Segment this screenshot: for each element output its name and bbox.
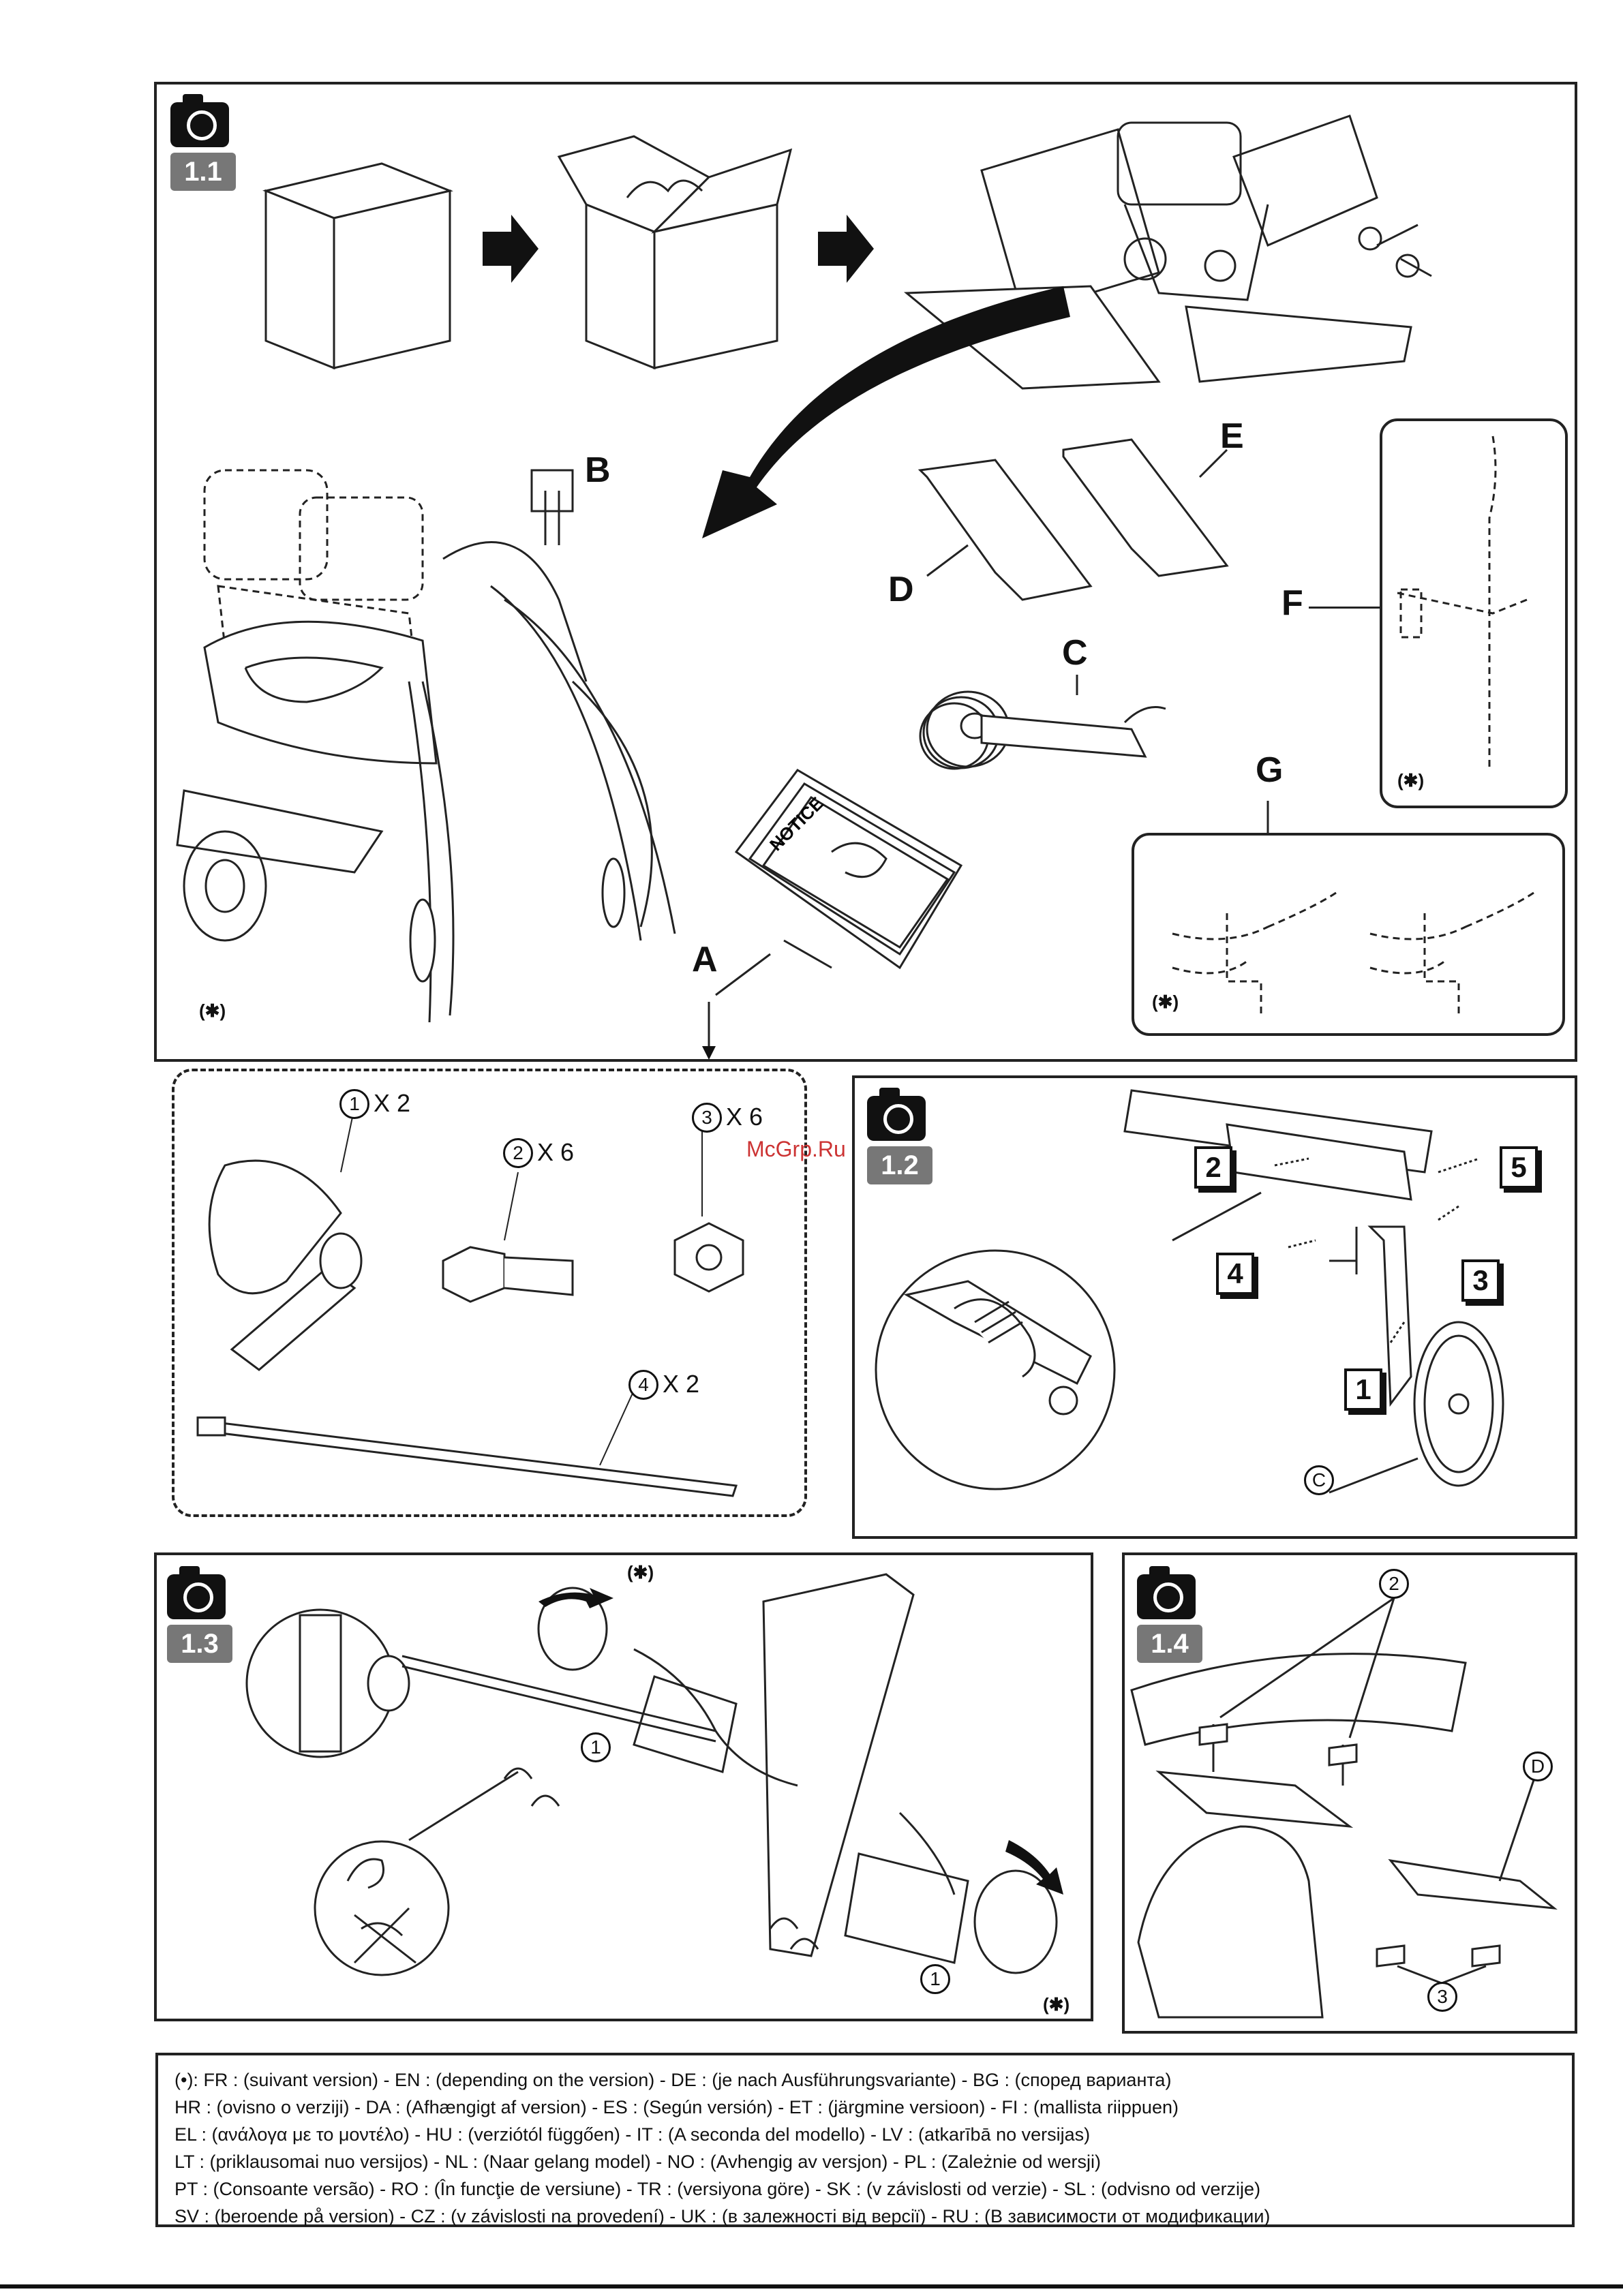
part-g-box: [1132, 833, 1565, 1036]
qty-2: X 6: [537, 1138, 575, 1166]
step-2: 2: [1194, 1146, 1232, 1189]
legend-line: PT : (Consoante versão) - RO : (În funcţ…: [175, 2179, 1261, 2199]
label-b: B: [585, 450, 611, 490]
callout-3: 3: [1427, 1982, 1457, 2012]
legend-line: LT : (priklausomai nuo versijos) - NL : …: [175, 2152, 1102, 2172]
curved-arrow-icon: [702, 286, 1070, 538]
label-f: F: [1281, 583, 1303, 623]
arrow-right-icon: [483, 215, 539, 283]
asterisk-note: (✱): [199, 1000, 226, 1021]
callout-1: 1: [581, 1732, 611, 1762]
f-leader-line: [1309, 607, 1380, 609]
badge-number: 1.2: [867, 1146, 932, 1184]
step-5: 5: [1500, 1146, 1538, 1189]
callout-2: 2: [503, 1138, 533, 1168]
callout-3: 3: [692, 1103, 722, 1133]
callout-2: 2: [1379, 1569, 1409, 1599]
camera-icon: [167, 1566, 226, 1619]
asterisk-note: (✱): [627, 1562, 654, 1582]
callout-c: C: [1304, 1465, 1334, 1495]
legend-line: (•): FR : (suivant version) - EN : (depe…: [175, 2070, 1172, 2090]
legend-line: SV : (beroende på version) - CZ : (v záv…: [175, 2206, 1271, 2226]
camera-icon: [867, 1088, 926, 1141]
bottom-rule: [0, 2284, 1623, 2289]
qty-1: X 2: [374, 1089, 411, 1117]
arrow-right-icon: [818, 215, 874, 283]
badge-1-2: 1.2: [867, 1088, 932, 1184]
label-d: D: [888, 570, 914, 609]
legend-line: EL : (ανάλογα με το μοντέλο) - HU : (ver…: [175, 2124, 1091, 2145]
badge-1-4: 1.4: [1137, 1566, 1202, 1663]
step-3: 3: [1461, 1259, 1500, 1302]
step-1: 1: [1344, 1368, 1382, 1411]
qty-3: X 6: [726, 1103, 763, 1131]
asterisk-note: (✱): [1397, 770, 1425, 791]
legend-line: HR : (ovisno o verziji) - DA : (Afhængig…: [175, 2097, 1179, 2117]
callout-1: 1: [339, 1089, 369, 1119]
watermark: McGrp.Ru: [746, 1137, 846, 1161]
badge-number: 1.4: [1137, 1625, 1202, 1663]
badge-number: 1.3: [167, 1625, 232, 1663]
camera-icon: [1137, 1566, 1196, 1619]
parts-box: [172, 1069, 807, 1517]
label-e: E: [1220, 416, 1244, 456]
part-f-box: [1380, 418, 1568, 808]
badge-number: 1.1: [170, 153, 236, 191]
version-legend: (•): FR : (suivant version) - EN : (depe…: [155, 2053, 1575, 2227]
callout-d: D: [1523, 1751, 1553, 1781]
label-a: A: [692, 940, 718, 979]
callout-4: 4: [628, 1370, 658, 1400]
camera-icon: [170, 94, 229, 147]
badge-1-1: 1.1: [170, 94, 236, 191]
step-4: 4: [1216, 1253, 1254, 1295]
asterisk-note: (✱): [1152, 992, 1179, 1012]
qty-4: X 2: [663, 1370, 700, 1398]
panel-divider: [822, 1059, 1577, 1062]
badge-1-3: 1.3: [167, 1566, 232, 1663]
label-c: C: [1062, 633, 1088, 673]
asterisk-note: (✱): [1043, 1994, 1070, 2015]
label-g: G: [1256, 750, 1284, 790]
callout-1: 1: [920, 1964, 950, 1994]
